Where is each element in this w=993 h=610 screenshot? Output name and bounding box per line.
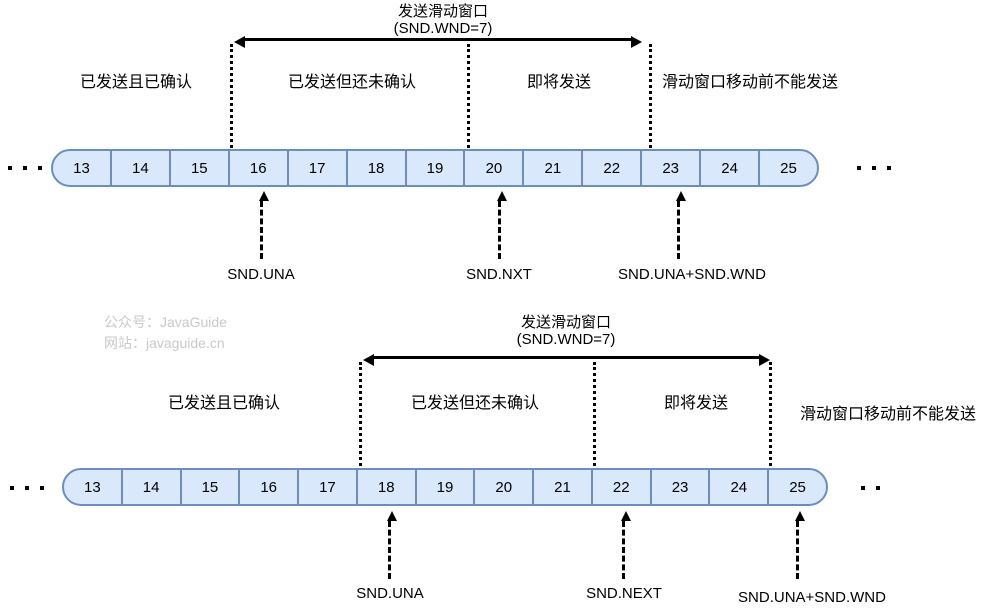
pointer-arrow-snd-una-plus-wnd: [795, 511, 805, 579]
sequence-cell: 16: [230, 151, 289, 185]
pointer-arrow-snd-una: [259, 191, 269, 259]
window-range-arrow: [363, 354, 770, 366]
pointer-label-snd-una: SND.UNA: [227, 266, 295, 283]
window-right-boundary-dotted-line: [769, 362, 772, 466]
region-label-sent-acked: 已发送且已确认: [167, 395, 281, 412]
diagram-title-line1: 发送滑动窗口: [397, 3, 489, 20]
sequence-row: 13 14 15 16 17 18 19 20 21 22 23 24 25: [51, 149, 819, 187]
region-label-about-to-send: 即将发送: [663, 395, 729, 412]
sequence-cell: 24: [701, 151, 761, 185]
sequence-cell: 15: [182, 470, 241, 504]
pointer-arrow-snd-nxt: [497, 191, 507, 259]
sequence-cell: 16: [240, 470, 300, 504]
sequence-cell: 21: [524, 151, 584, 185]
pointer-label-snd-una: SND.UNA: [356, 585, 424, 602]
watermark-line2: 网站：javaguide.cn: [104, 335, 225, 351]
pointer-arrow-snd-una: [387, 511, 397, 579]
sequence-cell: 15: [171, 151, 230, 185]
region-label-sent-unacked: 已发送但还未确认: [287, 74, 417, 91]
window-left-boundary-dotted-line: [230, 44, 233, 148]
window-left-boundary-dotted-line: [359, 362, 362, 466]
sequence-cell: 19: [417, 470, 476, 504]
sequence-cell: 22: [583, 151, 643, 185]
ellipsis-left-icon: [8, 166, 42, 170]
watermark-line1: 公众号：JavaGuide: [104, 314, 227, 330]
region-label-sent-acked: 已发送且已确认: [79, 74, 193, 91]
pointer-arrow-snd-next: [621, 511, 631, 579]
sequence-cell: 13: [64, 470, 123, 504]
next-boundary-dotted-line: [593, 362, 596, 466]
sequence-cell: 18: [358, 470, 417, 504]
sequence-row: 13 14 15 16 17 18 19 20 21 22 23 24 25: [62, 468, 828, 506]
sequence-cell: 14: [123, 470, 182, 504]
pointer-label-snd-nxt: SND.NXT: [466, 266, 532, 283]
sequence-cell: 20: [465, 151, 525, 185]
pointer-label-snd-next: SND.NEXT: [586, 585, 662, 602]
window-right-boundary-dotted-line: [649, 44, 652, 148]
region-label-cannot-send-yet: 滑动窗口移动前不能发送: [662, 74, 839, 91]
window-range-arrow: [234, 36, 642, 48]
sequence-cell: 20: [475, 470, 535, 504]
sequence-cell: 23: [642, 151, 702, 185]
next-boundary-dotted-line: [467, 44, 470, 148]
sequence-cell: 24: [710, 470, 770, 504]
ellipsis-right-icon: [861, 486, 880, 490]
diagram-title-line2: (SND.WND=7): [516, 331, 616, 348]
diagram-title-line2: (SND.WND=7): [393, 20, 493, 37]
sequence-cell: 21: [534, 470, 593, 504]
watermark: 公众号：JavaGuide 网站：javaguide.cn: [104, 312, 227, 354]
pointer-arrow-snd-una-plus-wnd: [676, 191, 686, 259]
diagram-title-line1: 发送滑动窗口: [520, 314, 612, 331]
sequence-cell: 25: [780, 159, 797, 177]
sequence-cell: 13: [53, 151, 112, 185]
ellipsis-left-icon: [10, 486, 44, 490]
sequence-cell: 17: [289, 151, 348, 185]
pointer-label-snd-una-plus-wnd: SND.UNA+SND.WND: [618, 266, 766, 283]
sequence-cell: 22: [593, 470, 652, 504]
sequence-cell: 14: [112, 151, 171, 185]
sequence-cell: 19: [407, 151, 466, 185]
ellipsis-right-icon: [857, 166, 891, 170]
diagram-title: 发送滑动窗口 (SND.WND=7): [394, 3, 493, 37]
diagram-title: 发送滑动窗口 (SND.WND=7): [517, 314, 616, 348]
sequence-cell: 25: [789, 478, 806, 496]
pointer-label-snd-una-plus-wnd: SND.UNA+SND.WND: [738, 589, 886, 606]
region-label-about-to-send: 即将发送: [526, 74, 592, 91]
sequence-cell: 18: [348, 151, 407, 185]
region-label-sent-unacked: 已发送但还未确认: [410, 395, 540, 412]
sequence-cell: 17: [299, 470, 358, 504]
region-label-cannot-send-yet: 滑动窗口移动前不能发送: [800, 406, 977, 423]
sequence-cell: 23: [652, 470, 711, 504]
